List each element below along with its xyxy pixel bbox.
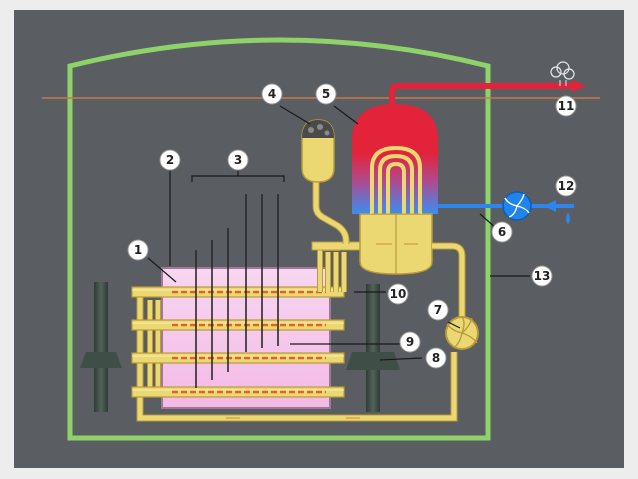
callout-number: 8 (432, 351, 440, 365)
circulation-pump-icon (445, 316, 479, 350)
steam-outlet-arrow (572, 80, 586, 92)
water-drop-icon (566, 212, 570, 224)
callout-circle (387, 283, 409, 305)
coolant-channel (131, 386, 345, 398)
callout-circle (555, 95, 577, 117)
support-column-left (94, 282, 108, 412)
callout-number: 13 (534, 269, 551, 283)
callout-label-9: 9 (399, 331, 421, 353)
callout-number: 2 (166, 153, 174, 167)
callout-number: 9 (406, 335, 414, 349)
callout-number: 5 (322, 87, 330, 101)
leader-line (447, 321, 461, 329)
support-column-right (366, 284, 380, 412)
steam-risers (311, 241, 361, 292)
callout-circle (427, 299, 449, 321)
feedwater-line (438, 191, 574, 224)
callout-circle (425, 347, 447, 369)
callout-circle (399, 331, 421, 353)
callout-circle (227, 149, 249, 171)
coolant-channel (131, 352, 345, 364)
leader-lines (147, 105, 530, 361)
fuel-rods (195, 194, 279, 388)
callout-circle (491, 221, 513, 243)
callout-number: 12 (558, 179, 575, 193)
callout-number: 7 (434, 303, 442, 317)
callout-label-2: 2 (159, 149, 181, 171)
leader-line (147, 257, 177, 283)
callout-circle (531, 265, 553, 287)
callout-circle (127, 239, 149, 261)
steam-cloud-icon (550, 61, 575, 86)
coolant-channel (131, 319, 345, 331)
callout-number: 4 (268, 87, 276, 101)
callout-label-8: 8 (425, 347, 447, 369)
pump-loop-pipe (432, 242, 466, 318)
callout-circle (555, 175, 577, 197)
riser-channels (147, 300, 161, 392)
steam-generator (352, 80, 586, 275)
coolant-channels (131, 286, 345, 398)
callout-number: 10 (390, 287, 407, 301)
callout-label-5: 5 (315, 83, 337, 105)
containment-building (67, 37, 491, 441)
callout-number: 3 (234, 153, 242, 167)
callout-circle (159, 149, 181, 171)
leader-line (279, 105, 311, 125)
support-base-right (346, 352, 400, 370)
callout-label-7: 7 (427, 299, 449, 321)
callout-label-11: 11 (555, 95, 577, 117)
coolant-channel (131, 286, 345, 298)
leader-line (379, 357, 423, 361)
callout-circle (261, 83, 283, 105)
callout-label-4: 4 (261, 83, 283, 105)
support-base-left (80, 352, 122, 368)
callout-number: 11 (558, 99, 575, 113)
callout-label-6: 6 (491, 221, 513, 243)
callout-label-1: 1 (127, 239, 149, 261)
callout-label-10: 10 (387, 283, 409, 305)
support-columns (80, 282, 400, 412)
pressurizer (301, 119, 350, 244)
leader-line (333, 105, 359, 125)
callout-circle (315, 83, 337, 105)
callout-label-13: 13 (531, 265, 553, 287)
steam-outlet-pipe (389, 83, 574, 104)
callout-label-12: 12 (555, 175, 577, 197)
callout-number: 6 (498, 225, 506, 239)
callout-label-3: 3 (227, 149, 249, 171)
callout-number: 1 (134, 243, 142, 257)
leader-line (479, 213, 497, 229)
